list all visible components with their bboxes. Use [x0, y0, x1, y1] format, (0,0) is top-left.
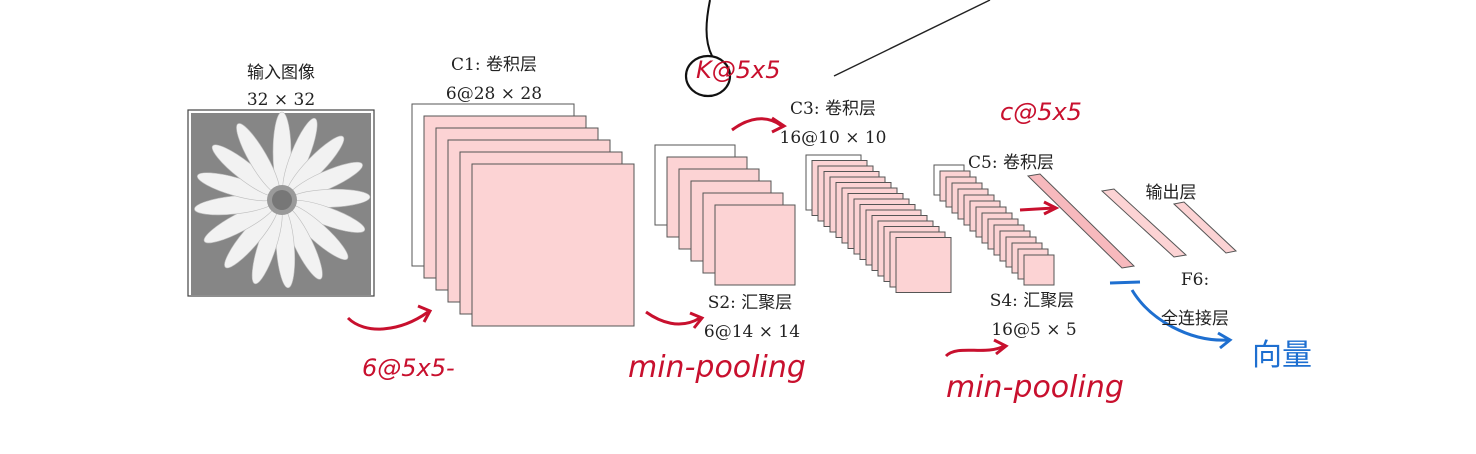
arrow-to-c3-head [771, 116, 787, 134]
arrow-to-vector-head [1217, 331, 1233, 350]
s2-size: 6@14 × 14 [703, 322, 801, 342]
c1-feature-maps [411, 103, 635, 327]
pooling-note-2: min-pooling [946, 370, 1124, 405]
arrow-to-s2 [645, 310, 701, 326]
s4-map [1023, 254, 1055, 286]
c1-size: 6@28 × 28 [445, 84, 543, 104]
pen-line-top-right [833, 0, 991, 77]
c3-feature-maps [805, 154, 952, 293]
pooling-note-1: min-pooling [628, 350, 806, 385]
input-title: 输入图像 [247, 63, 315, 83]
c3-title: C3: 卷积层 [790, 99, 876, 119]
arrow-to-s4-head [993, 338, 1009, 356]
c3-map [895, 237, 952, 293]
s2-title: S2: 汇聚层 [707, 293, 793, 313]
c3-size: 16@10 × 10 [779, 128, 887, 148]
s4-size: 16@5 × 5 [991, 320, 1077, 340]
input-size: 32 × 32 [246, 90, 316, 110]
arrow-to-vector [1130, 289, 1229, 342]
kernel-c1-note: 6@5x5- [362, 354, 455, 382]
output-layer-bar [1172, 201, 1238, 254]
input-image [187, 109, 375, 297]
arrow-to-s4 [944, 344, 1005, 358]
arrow-to-s2-head [689, 311, 705, 329]
c1-title: C1: 卷积层 [451, 55, 537, 75]
f6-subtitle: 全连接层 [1161, 309, 1229, 329]
kernel-c5-note: c@5x5 [1000, 98, 1082, 126]
output-title: 输出层 [1145, 183, 1197, 203]
arrow-to-c5-head [1043, 200, 1060, 216]
vector-note: 向量 [1252, 338, 1312, 373]
circle-mark-k [684, 54, 732, 98]
s2-map [714, 204, 796, 286]
kernel-c3-note: K@5x5 [696, 56, 781, 84]
blue-dash-mark [1109, 280, 1141, 285]
arrow-to-c5 [1019, 206, 1055, 212]
s2-feature-maps [654, 144, 796, 286]
pen-line-top-left [705, 0, 713, 57]
f6-layer-bar [1100, 188, 1188, 258]
flower-image [194, 111, 371, 289]
c5-layer-bar [1026, 173, 1136, 269]
arrow-to-c1 [346, 310, 429, 331]
c1-map [471, 163, 635, 327]
f6-title: F6: [1180, 270, 1210, 290]
s4-title: S4: 汇聚层 [989, 291, 1075, 311]
c5-title: C5: 卷积层 [968, 153, 1054, 173]
s4-feature-maps [933, 164, 1055, 286]
arrow-to-c1-head [417, 304, 433, 323]
